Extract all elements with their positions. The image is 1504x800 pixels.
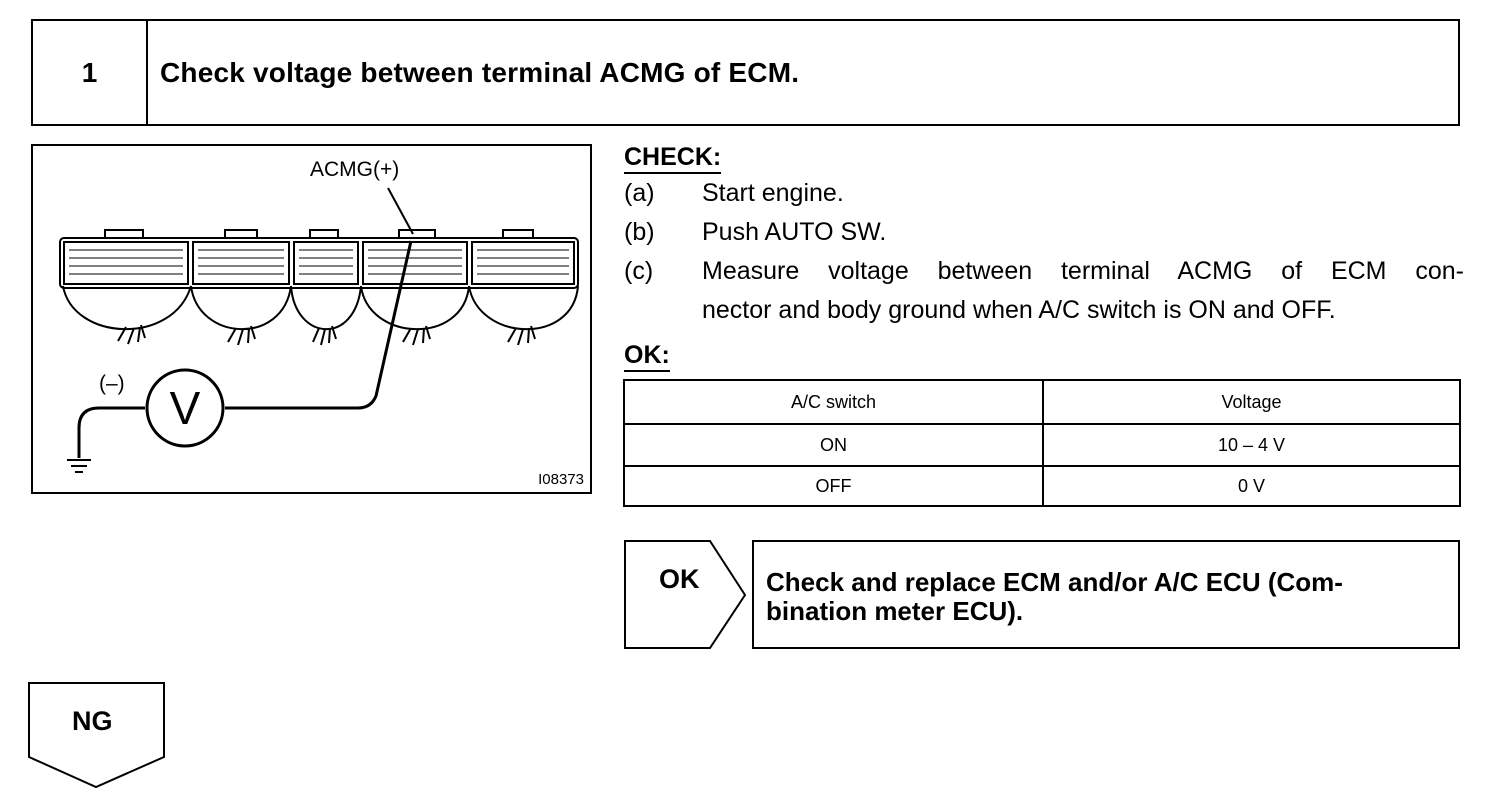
check-step-letter: (a)	[624, 179, 655, 207]
acmg-leader-line	[387, 187, 414, 235]
table-header-row: A/C switch Voltage	[623, 379, 1461, 425]
ground-polarity-label: (–)	[99, 372, 125, 395]
connector-segment-2	[192, 241, 290, 285]
ecm-connector-diagram: V ACMG(+) (–) I08373	[31, 144, 592, 494]
check-step-letter: (c)	[624, 257, 654, 285]
terminal-label: ACMG(+)	[310, 158, 400, 181]
ok-result-line: Check and replace ECM and/or A/C ECU (Co…	[766, 567, 1343, 597]
ng-arrow-box: NG	[28, 682, 168, 795]
negative-probe-lead	[77, 406, 145, 458]
right-arrow-icon	[624, 540, 747, 649]
table-header: A/C switch	[623, 379, 1044, 425]
figure-code: I08373	[538, 471, 584, 488]
ok-arrow-box: OK	[624, 540, 748, 655]
connector-segment-1	[63, 241, 189, 285]
down-arrow-icon	[28, 682, 165, 789]
check-heading: CHECK:	[624, 142, 722, 174]
voltmeter-symbol: V	[170, 382, 201, 434]
ground-icon	[67, 459, 91, 473]
table-row: OFF 0 V	[623, 465, 1461, 507]
connector-illustration: V	[59, 187, 579, 473]
check-step-text: Start engine.	[702, 179, 844, 207]
check-step-text-block: Measure voltage between terminal ACMG of…	[702, 252, 1464, 330]
check-step-text: Measure voltage between terminal ACMG of…	[702, 257, 1464, 285]
check-step: (a) Start engine.	[624, 174, 1464, 213]
connector-segment-4	[362, 241, 468, 285]
check-step-letter: (b)	[624, 218, 655, 246]
check-step-text: Push AUTO SW.	[702, 218, 887, 246]
connector-segment-3	[293, 241, 359, 285]
spec-table: A/C switch Voltage ON 10 – 4 V OFF 0 V	[623, 379, 1461, 507]
step-number: 1	[33, 21, 148, 124]
voltmeter-icon	[145, 368, 225, 448]
positive-probe-lead	[225, 240, 413, 410]
ok-heading: OK:	[624, 340, 670, 372]
connector-segment-5	[471, 241, 575, 285]
connector-housing	[59, 237, 579, 289]
ok-result-box: Check and replace ECM and/or A/C ECU (Co…	[752, 540, 1460, 649]
check-step: (b) Push AUTO SW.	[624, 213, 1464, 252]
check-step: (c) Measure voltage between terminal ACM…	[624, 252, 1464, 330]
table-header: Voltage	[1042, 379, 1461, 425]
table-row: ON 10 – 4 V	[623, 423, 1461, 467]
check-step-text-continued: nector and body ground when A/C switch i…	[702, 296, 1336, 324]
table-cell: 10 – 4 V	[1042, 423, 1461, 467]
step-title: Check voltage between terminal ACMG of E…	[160, 56, 800, 88]
table-cell: OFF	[623, 465, 1044, 507]
step-header: 1 Check voltage between terminal ACMG of…	[31, 19, 1460, 126]
ng-label: NG	[72, 706, 113, 736]
table-cell: 0 V	[1042, 465, 1461, 507]
ok-label: OK	[659, 564, 700, 594]
ok-result-line: bination meter ECU).	[766, 596, 1024, 626]
check-section: CHECK: (a) Start engine. (b) Push AUTO S…	[624, 142, 1464, 330]
table-cell: ON	[623, 423, 1044, 467]
